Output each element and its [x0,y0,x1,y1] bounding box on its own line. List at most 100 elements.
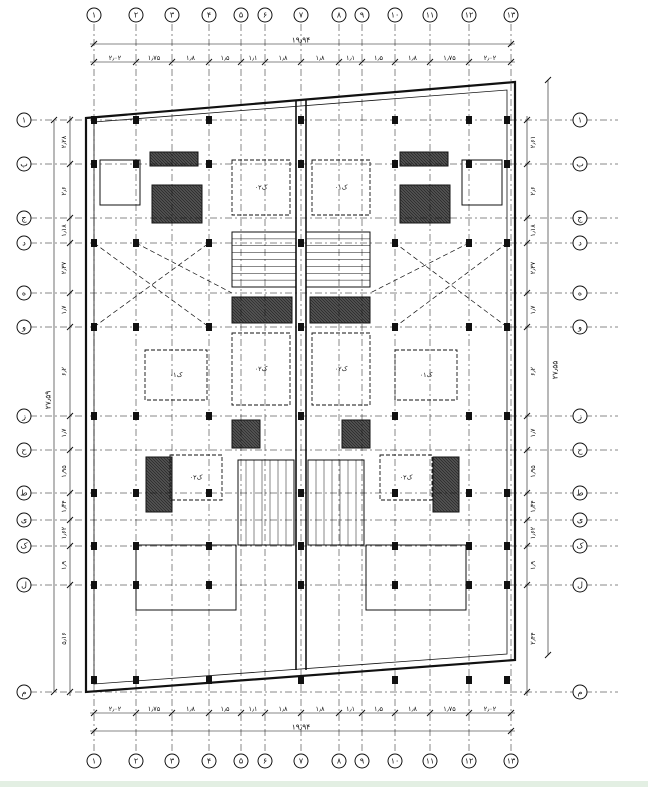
hatch-line [399,195,428,224]
dimension-tick [391,709,399,717]
axis-label: ز [21,412,26,421]
axis-label: و [577,323,582,332]
axis-bubble [572,235,588,251]
hatch-line [283,296,293,306]
hatch-line [151,186,189,224]
axis-bubble [572,538,588,554]
column [133,323,139,331]
dimension-tick [66,323,74,331]
column [504,581,510,589]
hatch-line [145,472,173,500]
hatch-line [145,484,173,512]
dimension-tick [465,58,473,66]
hatch-line [442,151,449,158]
dimension-tick [523,239,531,247]
axis-bubble [164,7,180,23]
hatch-line [180,151,196,167]
dimension-text: ۱٫۵ [220,54,230,62]
hatch-line [446,456,460,470]
column [206,239,212,247]
column [133,116,139,124]
dimension-tick [66,116,74,124]
axis-bubble [572,408,588,424]
hatch-patterns [145,151,460,513]
dimension-tick [168,58,176,66]
column [133,412,139,420]
column [466,323,472,331]
hatch-line [432,472,460,500]
dimension-tick [66,412,74,420]
hatch-line [313,296,341,324]
hatch-line [145,502,156,513]
hatch-line [343,296,371,324]
axis-bubble [387,7,403,23]
axis-bubble [331,753,347,769]
dimension-text: ۱٫۹ [529,560,537,570]
column [298,542,304,550]
hatch-line [145,505,153,513]
hatch-line [165,456,173,464]
hatch-line [147,456,173,482]
axis-bubble [422,7,438,23]
hatch-line [432,493,452,513]
dimension-text: ۱٫۱۸ [60,224,68,237]
hatch-line [432,484,460,512]
dimension-tick [523,412,531,420]
hatch-line [156,151,172,167]
column [91,412,97,420]
dimension-tick [261,709,269,717]
hatch-line [415,184,451,220]
column [206,542,212,550]
hatch-line [334,296,362,324]
axis-label: ج [21,214,27,223]
hatch-line [309,316,317,324]
axis-label: ی [21,516,27,525]
hatch-line [197,184,203,190]
hatch-line [247,296,275,324]
axis-label: ه [578,289,582,298]
hatch-line [409,184,449,224]
dimension-tick [523,516,531,524]
dimension-tick [66,214,74,222]
hatch-line [340,296,368,324]
hatch-line [231,420,260,449]
dimension-text: ۱٫۹ [60,560,68,570]
axis-bubble [16,442,32,458]
hatch-line [432,508,437,513]
dimension-text: ۲٫۲۸ [60,135,68,148]
building-outline [84,80,517,694]
hatch-line [286,296,293,303]
hatch-line [151,213,162,224]
dimension-tick [237,58,245,66]
hatch-line [145,481,173,509]
axis-label: ۱۰ [391,757,400,766]
dimension-text: ۶٫۲ [60,366,68,376]
hatch-line [268,296,293,321]
axis-label: ۶ [263,11,267,20]
hatch-line [355,296,371,312]
hatch-line [231,432,248,449]
dimension-text: ۲٫۶۱ [529,136,537,149]
column [392,581,398,589]
hatch-line [309,307,326,324]
hatch-line [442,184,451,193]
axis-label: ۱۲ [465,757,474,766]
hatch-line [341,441,349,449]
axis-label: ۲ [134,11,138,20]
axis-bubble [572,485,588,501]
axis-label: ۳ [170,11,175,20]
dimension-text: ۱٫۶۲ [529,526,537,539]
dimension-tick [90,727,98,735]
dimension-tick [507,58,515,66]
dimension-text: ۱٫۸ [186,705,196,713]
hatch-line [403,184,443,224]
dimension-text: ۱٫۱ [248,705,257,713]
hatch-line [188,184,203,199]
dimension-tick [90,40,98,48]
hatch-line [309,319,314,324]
axis-bubble [572,577,588,593]
hatch-line [145,466,173,494]
hatch-line [449,456,460,467]
hatch-line [432,487,458,513]
